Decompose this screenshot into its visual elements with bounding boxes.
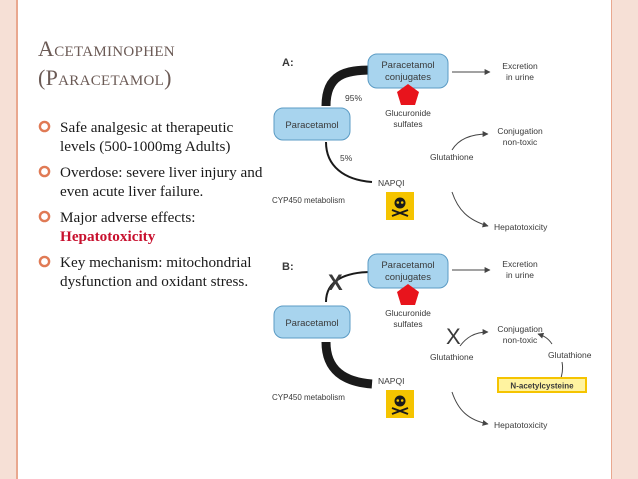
bullet-item: Major adverse effects: Hepatotoxicity [38,208,266,246]
glucuronide-label-2: sulfates [393,319,422,329]
slide-title-line-2: (Paracetamol) [38,65,172,90]
bullet-list: Safe analgesic at therapeutic levels (50… [38,118,266,298]
bullet-text: Major adverse effects: [60,209,196,226]
excretion-label-1: Excretion [502,259,538,269]
slide-title: Acetaminophen (Paracetamol) [38,34,278,92]
bullet-ring-icon [38,210,51,223]
conjugation-arrow [459,329,489,347]
bullet-text: Key mechanism: mitochondrial dysfunction… [60,254,252,290]
bullet-highlight: Hepatotoxicity [60,228,156,245]
cyp-label: CYP450 metabolism [272,196,345,205]
hepatotoxicity-arrow [451,391,489,426]
right-frame-band [612,0,638,479]
block-x-mark: X [328,270,343,295]
paracetamol-label: Paracetamol [285,318,338,329]
conjugation-label-2: non-toxic [503,137,538,147]
pct-major: 95% [345,93,362,103]
excretion-label-2: in urine [506,270,534,280]
panel-a: A: Paracetamol Paracetamol conjugates 95… [272,53,548,232]
bullet-item: Key mechanism: mitochondrial dysfunction… [38,253,266,291]
hepatotoxicity-arrow [451,191,489,228]
bullet-text: Safe analgesic at therapeutic levels (50… [60,119,234,155]
bullet-text: Overdose: severe liver injury and even a… [60,164,263,200]
nac-label: N-acetylcysteine [510,382,574,391]
glutathione-right-label: Glutathione [548,350,592,360]
glucuronide-pentagon-icon [397,284,419,305]
metabolism-diagram: A: Paracetamol Paracetamol conjugates 95… [272,53,592,430]
blocked-pathway-arc [325,271,373,303]
bullet-item: Safe analgesic at therapeutic levels (50… [38,118,266,156]
excretion-label-1: Excretion [502,61,538,71]
bullet-ring-icon [38,165,51,178]
bullet-item: Overdose: severe liver injury and even a… [38,163,266,201]
napqi-label: NAPQI [378,376,404,386]
conjugates-label-1: Paracetamol [381,60,434,71]
conjugation-label-1: Conjugation [497,126,543,136]
conjugates-label-2: conjugates [385,272,431,283]
paracetamol-box [273,305,351,339]
dominant-cyp-arc [321,341,373,389]
conjugates-label-1: Paracetamol [381,260,434,271]
bullet-ring-icon [38,120,51,133]
glucuronide-pentagon-icon [397,84,419,105]
major-pathway-arc [321,65,373,107]
panel-b: B: X Paracetamol Paracetamol conjugates … [272,253,592,430]
glutathione-left-label: Glutathione [430,352,474,362]
paracetamol-box [273,107,351,141]
minor-pathway-arc [325,141,373,183]
excretion-label-2: in urine [506,72,534,82]
block-x-mark-2: X [446,324,461,349]
glucuronide-label-1: Glucuronide [385,308,431,318]
conjugation-label-1: Conjugation [497,324,543,334]
conjugation-arrow [451,131,489,151]
panel-a-label: A: [282,57,294,69]
left-frame-band [0,0,17,479]
paracetamol-label: Paracetamol [285,120,338,131]
conjugates-label-2: conjugates [385,72,431,83]
nac-box [497,377,587,393]
slide-title-line-1: Acetaminophen [38,36,175,61]
hepatotoxicity-label: Hepatotoxicity [494,420,548,430]
hepatotoxicity-label: Hepatotoxicity [494,222,548,232]
bullet-ring-icon [38,255,51,268]
left-frame-line [16,0,18,479]
conjugation-label-2: non-toxic [503,335,538,345]
panel-b-label: B: [282,261,294,273]
pct-minor: 5% [340,153,353,163]
glutathione-regen-arrow [537,332,553,345]
glucuronide-label-1: Glucuronide [385,108,431,118]
glucuronide-label-2: sulfates [393,119,422,129]
cyp-label: CYP450 metabolism [272,393,345,402]
glutathione-label: Glutathione [430,152,474,162]
napqi-label: NAPQI [378,178,404,188]
